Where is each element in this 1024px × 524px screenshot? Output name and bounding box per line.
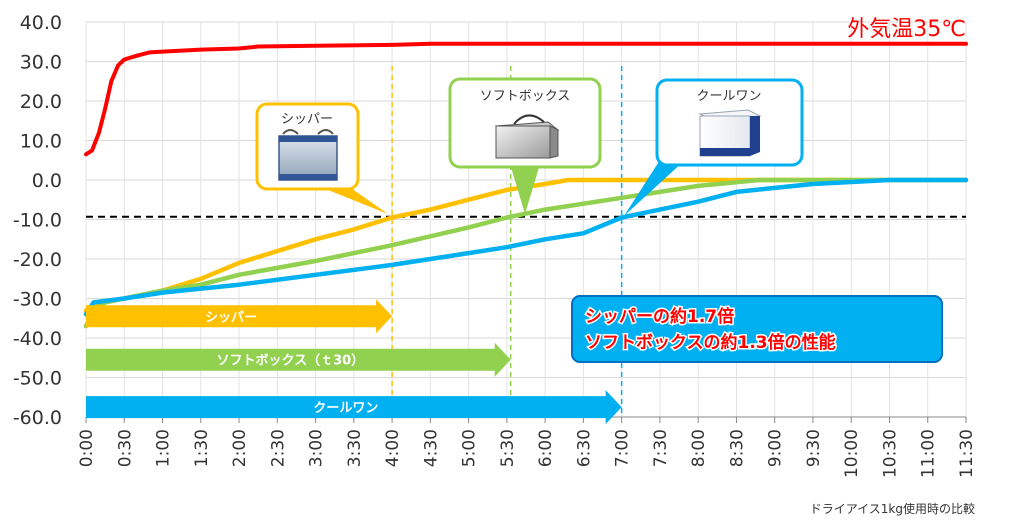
callout-coolone-label: クールワン bbox=[696, 89, 761, 104]
x-axis: 0:00 0:30 1:00 1:30 2:00 2:30 3:00 3:30 4:00 4:30… bbox=[77, 416, 977, 478]
y-tick-label: -20.0 bbox=[13, 249, 62, 271]
y-tick-label: -50.0 bbox=[13, 368, 62, 390]
y-tick-label: -40.0 bbox=[13, 328, 62, 350]
highlight-line-1: シッパーの約1.7倍 bbox=[585, 306, 734, 327]
outside-temp-label: 外気温35℃ bbox=[847, 17, 966, 42]
x-tick-label: 1:30 bbox=[192, 429, 212, 467]
callout-coolone: クールワン bbox=[624, 78, 804, 216]
y-tick-label: 10.0 bbox=[20, 131, 62, 153]
silver-box-icon bbox=[494, 114, 560, 159]
x-tick-label: 3:00 bbox=[307, 429, 327, 467]
x-tick-label: 7:30 bbox=[651, 429, 671, 467]
footnote: ドライアイス1kg使用時の比較 bbox=[810, 501, 975, 516]
highlight-line-2: ソフトボックスの約1.3倍の性能 bbox=[585, 332, 836, 353]
x-tick-label: 11:30 bbox=[957, 429, 977, 478]
y-tick-label: -30.0 bbox=[13, 289, 62, 311]
x-tick-label: 10:00 bbox=[842, 429, 862, 478]
x-tick-label: 5:00 bbox=[460, 429, 480, 467]
x-tick-label: 2:00 bbox=[230, 429, 250, 467]
duration-arrow bbox=[86, 390, 622, 425]
callout-softbox: ソフトボックス bbox=[448, 77, 602, 214]
x-tick-label: 1:00 bbox=[154, 429, 174, 467]
x-tick-label: 11:00 bbox=[919, 429, 939, 478]
duration-arrow-label: ソフトボックス（ｔ30） bbox=[216, 353, 364, 369]
x-tick-label: 4:00 bbox=[383, 429, 403, 467]
y-tick-label: -10.0 bbox=[13, 210, 62, 232]
y-axis: 40.0 30.0 20.0 10.0 0.0 -10.0 -20.0 -30.0 -40.0 -… bbox=[13, 12, 62, 429]
x-tick-label: 6:30 bbox=[574, 429, 594, 467]
highlight-box: シッパーの約1.7倍 ソフトボックスの約1.3倍の性能 bbox=[571, 295, 943, 363]
duration-arrow-label: クールワン bbox=[313, 401, 378, 416]
x-tick-label: 0:00 bbox=[77, 429, 97, 467]
y-tick-label: 0.0 bbox=[32, 170, 62, 192]
y-tick-label: 30.0 bbox=[20, 52, 62, 74]
white-cooler-box-icon bbox=[698, 109, 762, 157]
x-tick-label: 2:30 bbox=[268, 429, 288, 467]
x-tick-label: 6:00 bbox=[536, 429, 556, 467]
x-tick-label: 3:30 bbox=[345, 429, 365, 467]
x-tick-label: 5:30 bbox=[498, 429, 518, 467]
callout-softbox-label: ソフトボックス bbox=[480, 89, 571, 104]
x-tick-label: 7:00 bbox=[613, 429, 633, 467]
x-tick-label: 9:00 bbox=[766, 429, 786, 467]
x-tick-label: 8:30 bbox=[727, 429, 747, 467]
soft-cooler-bag-icon bbox=[278, 129, 338, 181]
callout-shipper: シッパー bbox=[255, 102, 388, 214]
callout-shipper-label: シッパー bbox=[281, 112, 333, 127]
x-tick-label: 0:30 bbox=[115, 429, 135, 467]
y-tick-label: 40.0 bbox=[20, 12, 62, 34]
duration-arrow bbox=[86, 342, 511, 377]
x-tick-label: 10:30 bbox=[880, 429, 900, 478]
series-line bbox=[83, 177, 969, 317]
x-tick-label: 8:00 bbox=[689, 429, 709, 467]
duration-arrow-label: シッパー bbox=[205, 310, 257, 325]
y-tick-label: 20.0 bbox=[20, 91, 62, 113]
series-line bbox=[84, 41, 968, 157]
duration-arrow bbox=[86, 299, 393, 334]
series-lines bbox=[83, 41, 969, 329]
x-tick-label: 9:30 bbox=[804, 429, 824, 467]
y-tick-label: -60.0 bbox=[13, 407, 62, 429]
x-tick-label: 4:30 bbox=[421, 429, 441, 467]
